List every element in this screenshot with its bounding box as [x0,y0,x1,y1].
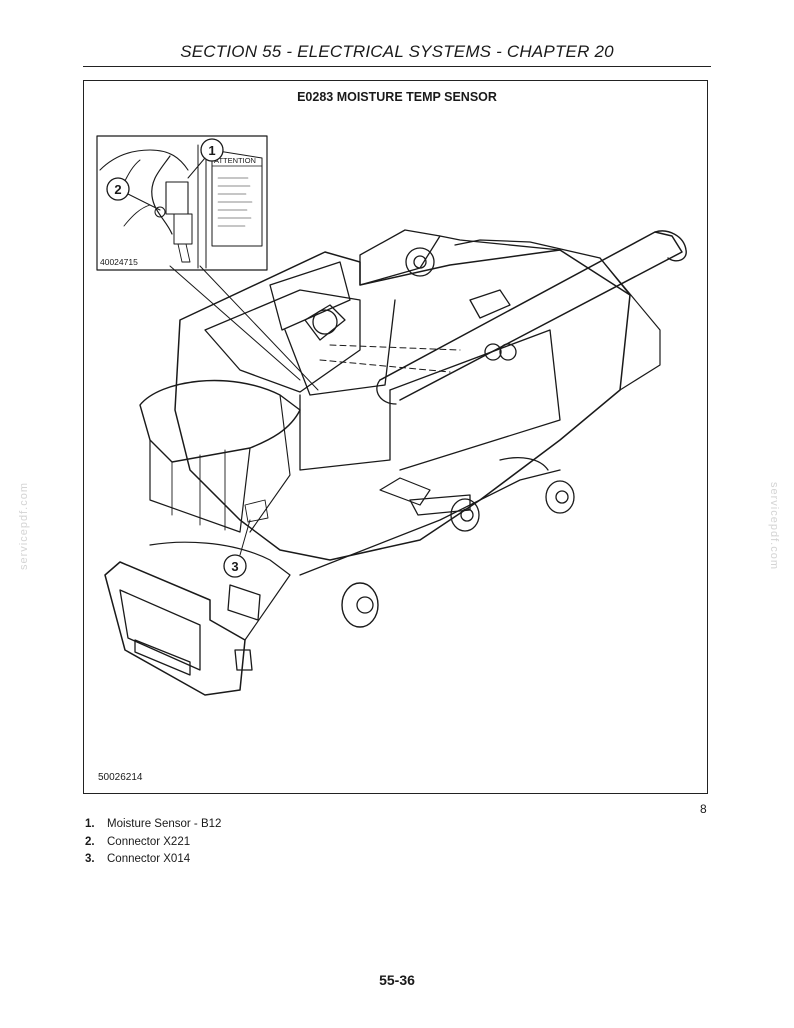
legend-item: 3. Connector X014 [85,851,221,869]
legend-list: 1. Moisture Sensor - B12 2. Connector X221… [85,816,221,869]
callout-3: 3 [223,519,251,578]
legend-item-text: Moisture Sensor - B12 [107,818,222,830]
watermark-right: servicepdf.com [767,482,780,570]
callout-1: 1 [187,138,224,179]
legend-item-number: 1. [85,818,95,830]
svg-text:1: 1 [208,143,215,158]
grain-tank-extension [139,379,301,533]
header-rule [83,66,711,67]
page-number: 55-36 [379,972,415,988]
legend-item-text: Connector X221 [107,835,191,848]
legend-item-number: 2. [85,835,95,848]
legend-item: 2. Connector X221 [85,834,221,852]
inset-warning-label: ATTENTION [214,156,256,165]
svg-text:3: 3 [231,559,238,574]
inset-reference-number: 40024715 [100,257,138,267]
figure-reference-number: 50026214 [98,772,143,783]
legend-item: 1. Moisture Sensor - B12 [85,816,221,834]
inset-detail: ATTENTION [96,135,268,271]
feeder-house [104,541,291,696]
unloading-auger [376,230,687,405]
watermark-left: servicepdf.com [17,482,30,570]
figure-number: 8 [700,802,707,816]
figure-frame [83,80,708,794]
svg-text:2: 2 [114,182,121,197]
combine-body [174,229,661,561]
axle-wheels [299,457,575,628]
section-header: SECTION 55 - ELECTRICAL SYSTEMS - CHAPTE… [180,42,614,61]
legend-item-text: Connector X014 [107,853,191,865]
figure-title: E0283 MOISTURE TEMP SENSOR [297,90,497,104]
callout-2: 2 [106,177,161,211]
legend-item-number: 3. [85,853,95,865]
